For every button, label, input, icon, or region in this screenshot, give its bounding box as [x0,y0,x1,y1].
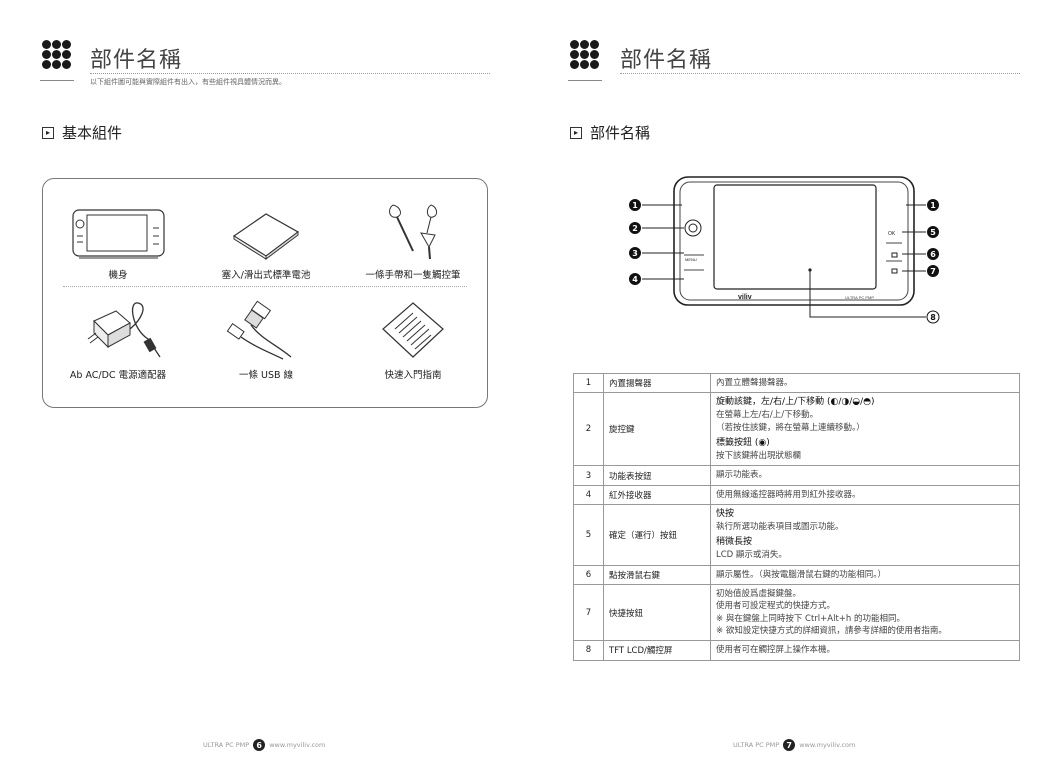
part-number: 1 [573,372,604,394]
component-item: 一條手帶和一隻觸控筆 [343,201,483,281]
section-heading: ▸ 基本組件 [42,122,122,143]
component-label: Ab AC/DC 電源適配器 [69,370,167,381]
usb-cable-icon [196,300,336,361]
part-description: 使用無線遙控器時將用到紅外接收器。 [710,484,1020,505]
description-line: 稍微長按 [716,537,753,548]
page-title: 部件名稱 [620,48,713,73]
description-line: ※ 欲知設定快捷方式的詳細資訊，請參考詳細的使用者指南。 [716,625,947,636]
part-name: 點按滑鼠右鍵 [603,564,711,586]
left-page: 部件名稱 以下組件圖可能與實際組件有出入，有些組件視具體情況而異。 ▸ 基本組件 [0,0,529,778]
description-line: 使用者可在觸控屏上操作本機。 [716,645,836,656]
component-label: 快速入門指南 [384,370,442,381]
description-line: 標籤按鈕 (◉) [716,437,770,448]
description-line: 使用者可設定程式的快捷方式。 [716,601,836,612]
page-number: 6 [253,739,266,751]
component-label: 一條手帶和一隻觸控筆 [365,270,461,281]
part-name: TFT LCD/觸控屏 [603,640,711,661]
callout-3: 3 [632,249,638,258]
model-label: ULTRA PC PMP [845,295,874,300]
components-panel: 機身 塞入/滑出式標準電池 [42,178,488,408]
component-label: 機身 [108,270,128,281]
part-description: 旋動該鍵，左/右/上/下移動 (◐/◑/◒/◓) 在螢幕上左/右/上/下移動。（若… [710,392,1020,467]
part-description: 顯示屬性。（與按電腦滑鼠右鍵的功能相同。） [710,564,1020,586]
part-name: 確定（運行）按鈕 [603,503,711,566]
part-name: 紅外接收器 [603,484,711,505]
brand-logo: viliv [738,294,752,301]
device-diagram: OK MENU viliv ULTRA PC PMP 1 2 3 4 1 5 6 [620,175,950,325]
page-subtitle: 以下組件圖可能與實際組件有出入，有些組件視具體情況而異。 [90,78,286,86]
callout-2: 2 [632,224,638,233]
callout-1-left: 1 [632,201,638,210]
description-line: ※ 與在鍵盤上同時按下 Ctrl+Alt+h 的功能相同。 [716,613,905,624]
component-item: 塞入/滑出式標準電池 [196,201,336,281]
part-description: 使用者可在觸控屏上操作本機。 [710,640,1020,661]
page-number: 7 [783,739,796,751]
part-description: 快按執行所選功能表項目或圖示功能。稍微長按 LCD 顯示或消失。 [710,503,1020,566]
ok-label: OK [888,231,896,237]
part-description: 初始值設爲虛擬鍵盤。使用者可設定程式的快捷方式。※ 與在鍵盤上同時按下 Ctrl… [710,583,1020,642]
description-line: LCD 顯示或消失。 [716,550,787,561]
part-number: 8 [573,640,604,661]
component-item: 一條 USB 線 [196,300,336,381]
page-footer: ULTRA PC PMP 7 www.myviliv.com [733,739,856,751]
callout-6: 6 [930,250,936,259]
component-label: 塞入/滑出式標準電池 [221,270,311,281]
description-line: 顯示屬性。（與按電腦滑鼠右鍵的功能相同。） [716,569,887,580]
part-number: 3 [573,465,604,486]
section-heading: ▸ 部件名稱 [570,122,650,143]
component-item: Ab AC/DC 電源適配器 [48,301,188,381]
description-line: 按下該鍵將出現狀態欄 [716,451,802,462]
callout-8: 8 [930,313,936,322]
part-description: 顯示功能表。 [710,465,1020,486]
guide-icon [343,301,483,361]
strap-stylus-icon [343,201,483,261]
callout-7: 7 [930,267,936,276]
callout-4: 4 [632,275,638,284]
description-line: 在螢幕上左/右/上/下移動。 [716,410,819,421]
part-number: 5 [573,503,604,566]
component-label: 一條 USB 線 [238,370,294,381]
callout-1-right: 1 [930,201,936,210]
arrow-box-icon: ▸ [570,126,582,139]
description-line: 快按 [716,508,735,519]
grid-logo-icon [42,40,72,70]
page-footer: ULTRA PC PMP 6 www.myviliv.com [203,739,326,751]
description-line: 旋動該鍵，左/右/上/下移動 (◐/◑/◒/◓) [716,397,875,408]
right-page: 部件名稱 ▸ 部件名稱 OK MENU viliv ULTRA PC PMP [530,0,1059,778]
description-line: 內置立體聲揚聲器。 [716,378,793,388]
page-title: 部件名稱 [90,48,183,73]
part-description: 內置立體聲揚聲器。 [710,372,1020,394]
part-name: 內置揚聲器 [603,372,711,394]
description-line: 初始值設爲虛擬鍵盤。 [716,589,802,599]
description-line: 使用無線遙控器時將用到紅外接收器。 [716,489,861,500]
battery-icon [196,201,336,261]
callout-5: 5 [930,228,936,237]
part-number: 2 [573,392,604,467]
part-name: 旋控鍵 [603,392,711,467]
grid-logo-icon [570,40,600,70]
component-item: 快速入門指南 [343,301,483,381]
part-name: 快捷按鈕 [603,583,711,642]
device-icon [48,201,188,261]
part-number: 4 [573,484,604,505]
part-number: 6 [573,564,604,586]
part-number: 7 [573,583,604,642]
arrow-box-icon: ▸ [42,126,54,139]
menu-label: MENU [685,257,697,262]
description-line: 顯示功能表。 [716,470,768,481]
adapter-icon [48,301,188,361]
description-line: 執行所選功能表項目或圖示功能。 [716,522,844,533]
component-item: 機身 [48,201,188,281]
description-line: （若按住該鍵，將在螢幕上連續移動。） [716,422,865,433]
part-name: 功能表按鈕 [603,465,711,486]
